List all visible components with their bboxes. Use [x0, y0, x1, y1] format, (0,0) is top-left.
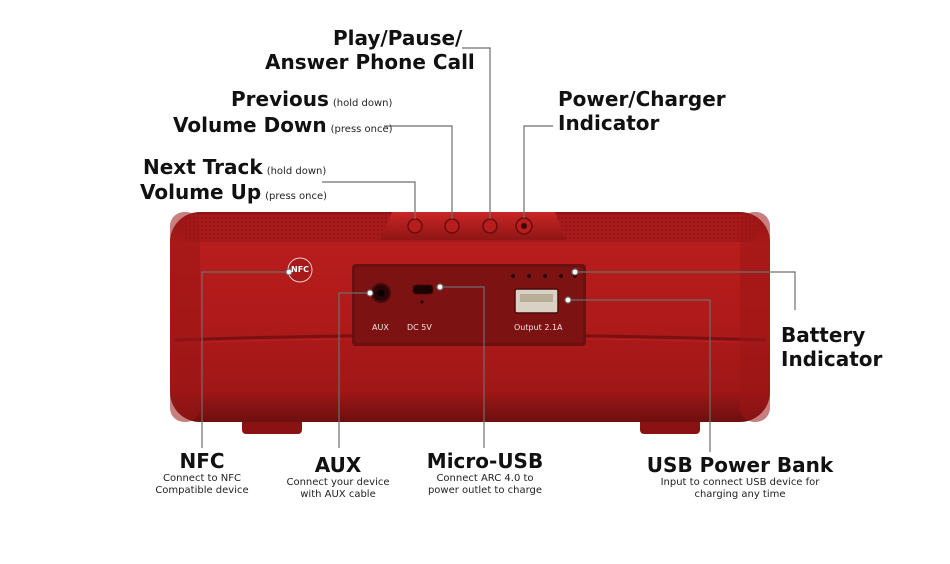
battery-led — [527, 274, 531, 278]
aux-desc-1: Connect your device — [286, 477, 390, 488]
leader-usb-bank — [568, 299, 711, 452]
volume-down-label: Volume Down(press once) — [173, 113, 393, 142]
nfc-title: NFC — [179, 449, 225, 473]
nfc-desc-1: Connect to NFC — [163, 473, 241, 484]
power-line1: Power/Charger — [558, 87, 726, 111]
play-pause-label-line1: Play/Pause/ — [333, 26, 463, 50]
leader-aux — [338, 292, 370, 448]
usb-bank-callout: USB Power Bank Input to connect USB devi… — [640, 453, 840, 501]
previous-label: Previous(hold down) — [231, 87, 392, 116]
volume-up-button[interactable] — [407, 218, 423, 234]
volume-down-note: (press once) — [330, 124, 393, 135]
play-pause-label: Play/Pause/ — [333, 26, 462, 50]
next-track-text: Next Track — [143, 155, 263, 179]
answer-call-label: Answer Phone Call — [265, 50, 475, 74]
volume-up-label: Volume Up(press once) — [140, 180, 327, 209]
volume-down-button[interactable] — [444, 218, 460, 234]
leader-micro-usb — [440, 286, 485, 448]
usb-bank-title: USB Power Bank — [646, 453, 834, 477]
micro-usb-callout: Micro-USB Connect ARC 4.0 to power outle… — [418, 449, 552, 497]
battery-line1: Battery — [781, 323, 866, 347]
micro-usb-port[interactable] — [412, 284, 434, 295]
leader-volume-up — [322, 181, 416, 219]
next-track-note: (hold down) — [266, 166, 327, 177]
nfc-callout: NFC Connect to NFC Compatible device — [142, 449, 262, 497]
nfc-desc-2: Compatible device — [155, 485, 249, 496]
power-indicator-label: Power/Charger Indicator — [558, 87, 726, 135]
output-port-label: Output 2.1A — [514, 323, 563, 332]
leader-power — [523, 125, 553, 218]
micro-usb-desc-1: Connect ARC 4.0 to — [436, 473, 534, 484]
aux-title: AUX — [314, 453, 362, 477]
usb-bank-desc-1: Input to connect USB device for — [660, 477, 820, 488]
leader-nfc — [201, 271, 289, 448]
previous-note: (hold down) — [332, 98, 393, 109]
aux-desc-2: with AUX cable — [300, 489, 376, 500]
aux-port-label: AUX — [372, 323, 389, 332]
leader-play-pause — [462, 47, 491, 219]
leader-volume-down — [384, 125, 453, 219]
play-pause-label-line2: Answer Phone Call — [265, 50, 475, 74]
aux-callout: AUX Connect your device with AUX cable — [276, 453, 400, 501]
power-line2: Indicator — [558, 111, 660, 135]
next-track-label: Next Track(hold down) — [143, 155, 326, 184]
battery-indicator-label: Battery Indicator — [781, 323, 882, 371]
battery-led — [559, 274, 563, 278]
volume-up-note: (press once) — [265, 191, 328, 202]
volume-up-text: Volume Up — [140, 180, 262, 204]
micro-usb-desc-2: power outlet to charge — [427, 485, 543, 496]
play-pause-button[interactable] — [482, 218, 498, 234]
volume-down-text: Volume Down — [173, 113, 327, 137]
previous-text: Previous — [231, 87, 329, 111]
nfc-badge-text: NFC — [291, 265, 310, 274]
micro-usb-title: Micro-USB — [426, 449, 544, 473]
battery-line2: Indicator — [781, 347, 883, 371]
battery-led — [511, 274, 515, 278]
battery-led — [543, 274, 547, 278]
usb-bank-desc-2: charging any time — [694, 489, 786, 500]
leader-battery — [575, 271, 796, 310]
dc-port-label: DC 5V — [407, 323, 432, 332]
